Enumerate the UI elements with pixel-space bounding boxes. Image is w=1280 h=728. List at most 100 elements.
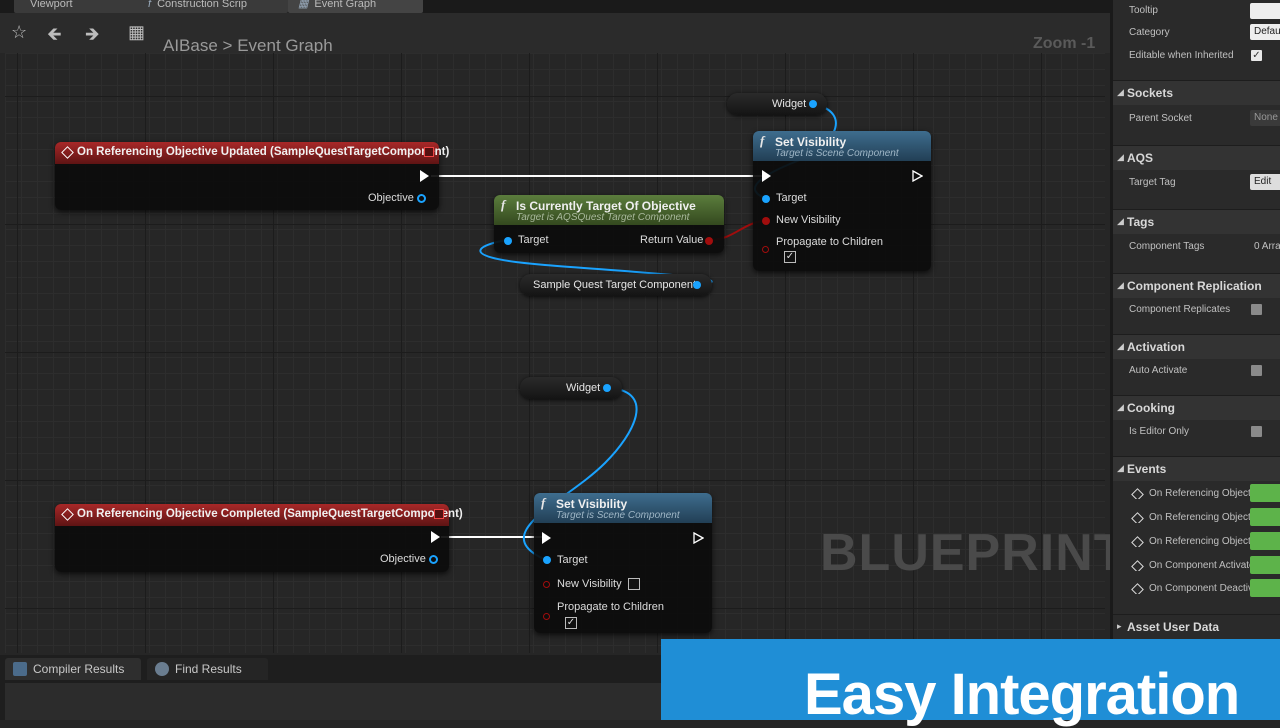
tab-viewport[interactable]: Viewport: [14, 0, 154, 13]
propagate-pin[interactable]: [762, 246, 769, 253]
section-sockets[interactable]: ◢Sockets: [1113, 80, 1280, 105]
exec-out-pin[interactable]: [693, 532, 704, 544]
node-title: On Referencing Objective Updated (Sample…: [77, 146, 450, 158]
add-event-button[interactable]: [1250, 484, 1280, 502]
replicates-checkbox[interactable]: [1251, 304, 1262, 315]
widget-out-pin[interactable]: [809, 100, 817, 108]
function-icon: f: [760, 133, 765, 148]
function-icon: f: [541, 495, 546, 510]
component-variable-node[interactable]: Sample Quest Target Component: [520, 274, 712, 296]
editable-checkbox[interactable]: ✓: [1251, 50, 1262, 61]
section-asset-user-data[interactable]: ▸Asset User Data: [1113, 614, 1280, 639]
event-icon: [1131, 488, 1144, 499]
event-node-objective-updated[interactable]: On Referencing Objective Updated (Sample…: [55, 142, 449, 210]
parent-socket-field[interactable]: None: [1250, 110, 1280, 126]
widget-variable-node[interactable]: Widget: [520, 377, 622, 399]
section-tags[interactable]: ◢Tags: [1113, 209, 1280, 234]
function-icon: f: [148, 0, 152, 10]
new-visibility-pin[interactable]: [543, 581, 550, 588]
tab-label: Find Results: [175, 662, 242, 676]
breadcrumb-current: Event Graph: [237, 36, 333, 55]
exec-in-pin[interactable]: [542, 532, 551, 544]
event-node-objective-completed[interactable]: On Referencing Objective Completed (Samp…: [55, 504, 463, 572]
set-visibility-node[interactable]: f Set Visibility Target is Scene Compone…: [534, 493, 712, 633]
section-title: Component Replication: [1127, 279, 1262, 293]
collapse-arrow-icon: ◢: [1117, 152, 1124, 162]
component-tags-value: 0 Array: [1254, 241, 1280, 252]
node-title: On Referencing Objective Completed (Samp…: [77, 508, 463, 520]
collapse-arrow-icon: ◢: [1117, 216, 1124, 226]
event-row: On Referencing Objective Activated: [1129, 536, 1259, 547]
category-field[interactable]: Default: [1250, 24, 1280, 40]
event-row: On Component Activated: [1129, 560, 1259, 571]
event-icon: [1131, 536, 1144, 547]
breadcrumb-root[interactable]: AIBase: [163, 36, 218, 55]
section-title: Cooking: [1127, 401, 1175, 415]
data-wire: [522, 387, 638, 561]
add-event-button[interactable]: [1250, 579, 1280, 597]
add-event-button[interactable]: [1250, 556, 1280, 574]
tab-event-graph[interactable]: ▦Event Graph: [288, 0, 423, 13]
exec-in-pin[interactable]: [762, 170, 771, 182]
propagate-pin[interactable]: [543, 613, 550, 620]
delegate-pin-icon[interactable]: [424, 147, 434, 157]
widget-out-pin[interactable]: [603, 384, 611, 392]
pin-label: Objective: [380, 553, 426, 565]
tab-compiler-results[interactable]: Compiler Results: [5, 658, 141, 680]
propagate-checkbox[interactable]: ✓: [784, 251, 796, 263]
parent-socket-label: Parent Socket: [1129, 113, 1192, 124]
blueprint-grid-icon: ▦: [128, 22, 146, 42]
promo-banner: Easy Integration: [661, 639, 1280, 727]
set-visibility-node[interactable]: f Set Visibility Target is Scene Compone…: [753, 131, 931, 271]
section-cooking[interactable]: ◢Cooking: [1113, 395, 1280, 420]
section-component-replication[interactable]: ◢Component Replication: [1113, 273, 1280, 298]
section-aqs[interactable]: ◢AQS: [1113, 145, 1280, 170]
star-icon[interactable]: ☆: [11, 22, 28, 42]
delegate-pin-icon[interactable]: [434, 509, 444, 519]
exec-out-pin[interactable]: [431, 531, 440, 543]
objective-pin[interactable]: [417, 194, 426, 203]
back-arrow-icon[interactable]: 🡸: [47, 24, 62, 44]
target-pin[interactable]: [543, 556, 551, 564]
widget-variable-node[interactable]: Widget: [727, 93, 827, 115]
section-events[interactable]: ◢Events: [1113, 456, 1280, 481]
breadcrumb-separator: >: [222, 36, 233, 55]
pin-label: Return Value: [640, 234, 704, 246]
objective-pin[interactable]: [429, 555, 438, 564]
collapse-arrow-icon: ◢: [1117, 87, 1124, 97]
forward-arrow-icon[interactable]: 🡺: [85, 24, 100, 44]
event-icon: [1131, 560, 1144, 571]
event-graph-canvas[interactable]: On Referencing Objective Updated (Sample…: [5, 53, 1105, 653]
return-value-pin[interactable]: [705, 237, 713, 245]
event-label: On Referencing Objective Completed: [1149, 512, 1259, 523]
target-pin[interactable]: [762, 195, 770, 203]
replicates-label: Component Replicates: [1129, 304, 1231, 315]
event-row: On Component Deactivated: [1129, 583, 1259, 594]
node-title: Set Visibility: [775, 135, 847, 149]
pin-label: Objective: [368, 192, 414, 204]
exec-out-pin[interactable]: [420, 170, 429, 182]
editor-only-checkbox[interactable]: [1251, 426, 1262, 437]
zoom-readout: Zoom -1: [1033, 35, 1096, 52]
target-pin[interactable]: [504, 237, 512, 245]
auto-activate-checkbox[interactable]: [1251, 365, 1262, 376]
add-event-button[interactable]: [1250, 508, 1280, 526]
add-event-button[interactable]: [1250, 532, 1280, 550]
component-out-pin[interactable]: [693, 281, 701, 289]
function-icon: f: [501, 197, 506, 212]
section-activation[interactable]: ◢Activation: [1113, 334, 1280, 359]
breadcrumb: AIBase > Event Graph: [163, 36, 333, 56]
exec-out-pin[interactable]: [912, 170, 923, 182]
new-visibility-pin[interactable]: [762, 217, 770, 225]
pin-label: Propagate to Children: [557, 601, 665, 613]
variable-label: Sample Quest Target Component: [533, 279, 697, 291]
tooltip-field[interactable]: [1250, 3, 1280, 19]
is-currently-target-node[interactable]: f Is Currently Target Of Objective Targe…: [494, 195, 724, 253]
tab-find-results[interactable]: Find Results: [147, 658, 268, 680]
target-tag-edit-button[interactable]: Edit: [1250, 174, 1280, 190]
editor-only-label: Is Editor Only: [1129, 426, 1190, 437]
propagate-checkbox[interactable]: ✓: [565, 617, 577, 629]
new-visibility-checkbox[interactable]: [628, 578, 640, 590]
